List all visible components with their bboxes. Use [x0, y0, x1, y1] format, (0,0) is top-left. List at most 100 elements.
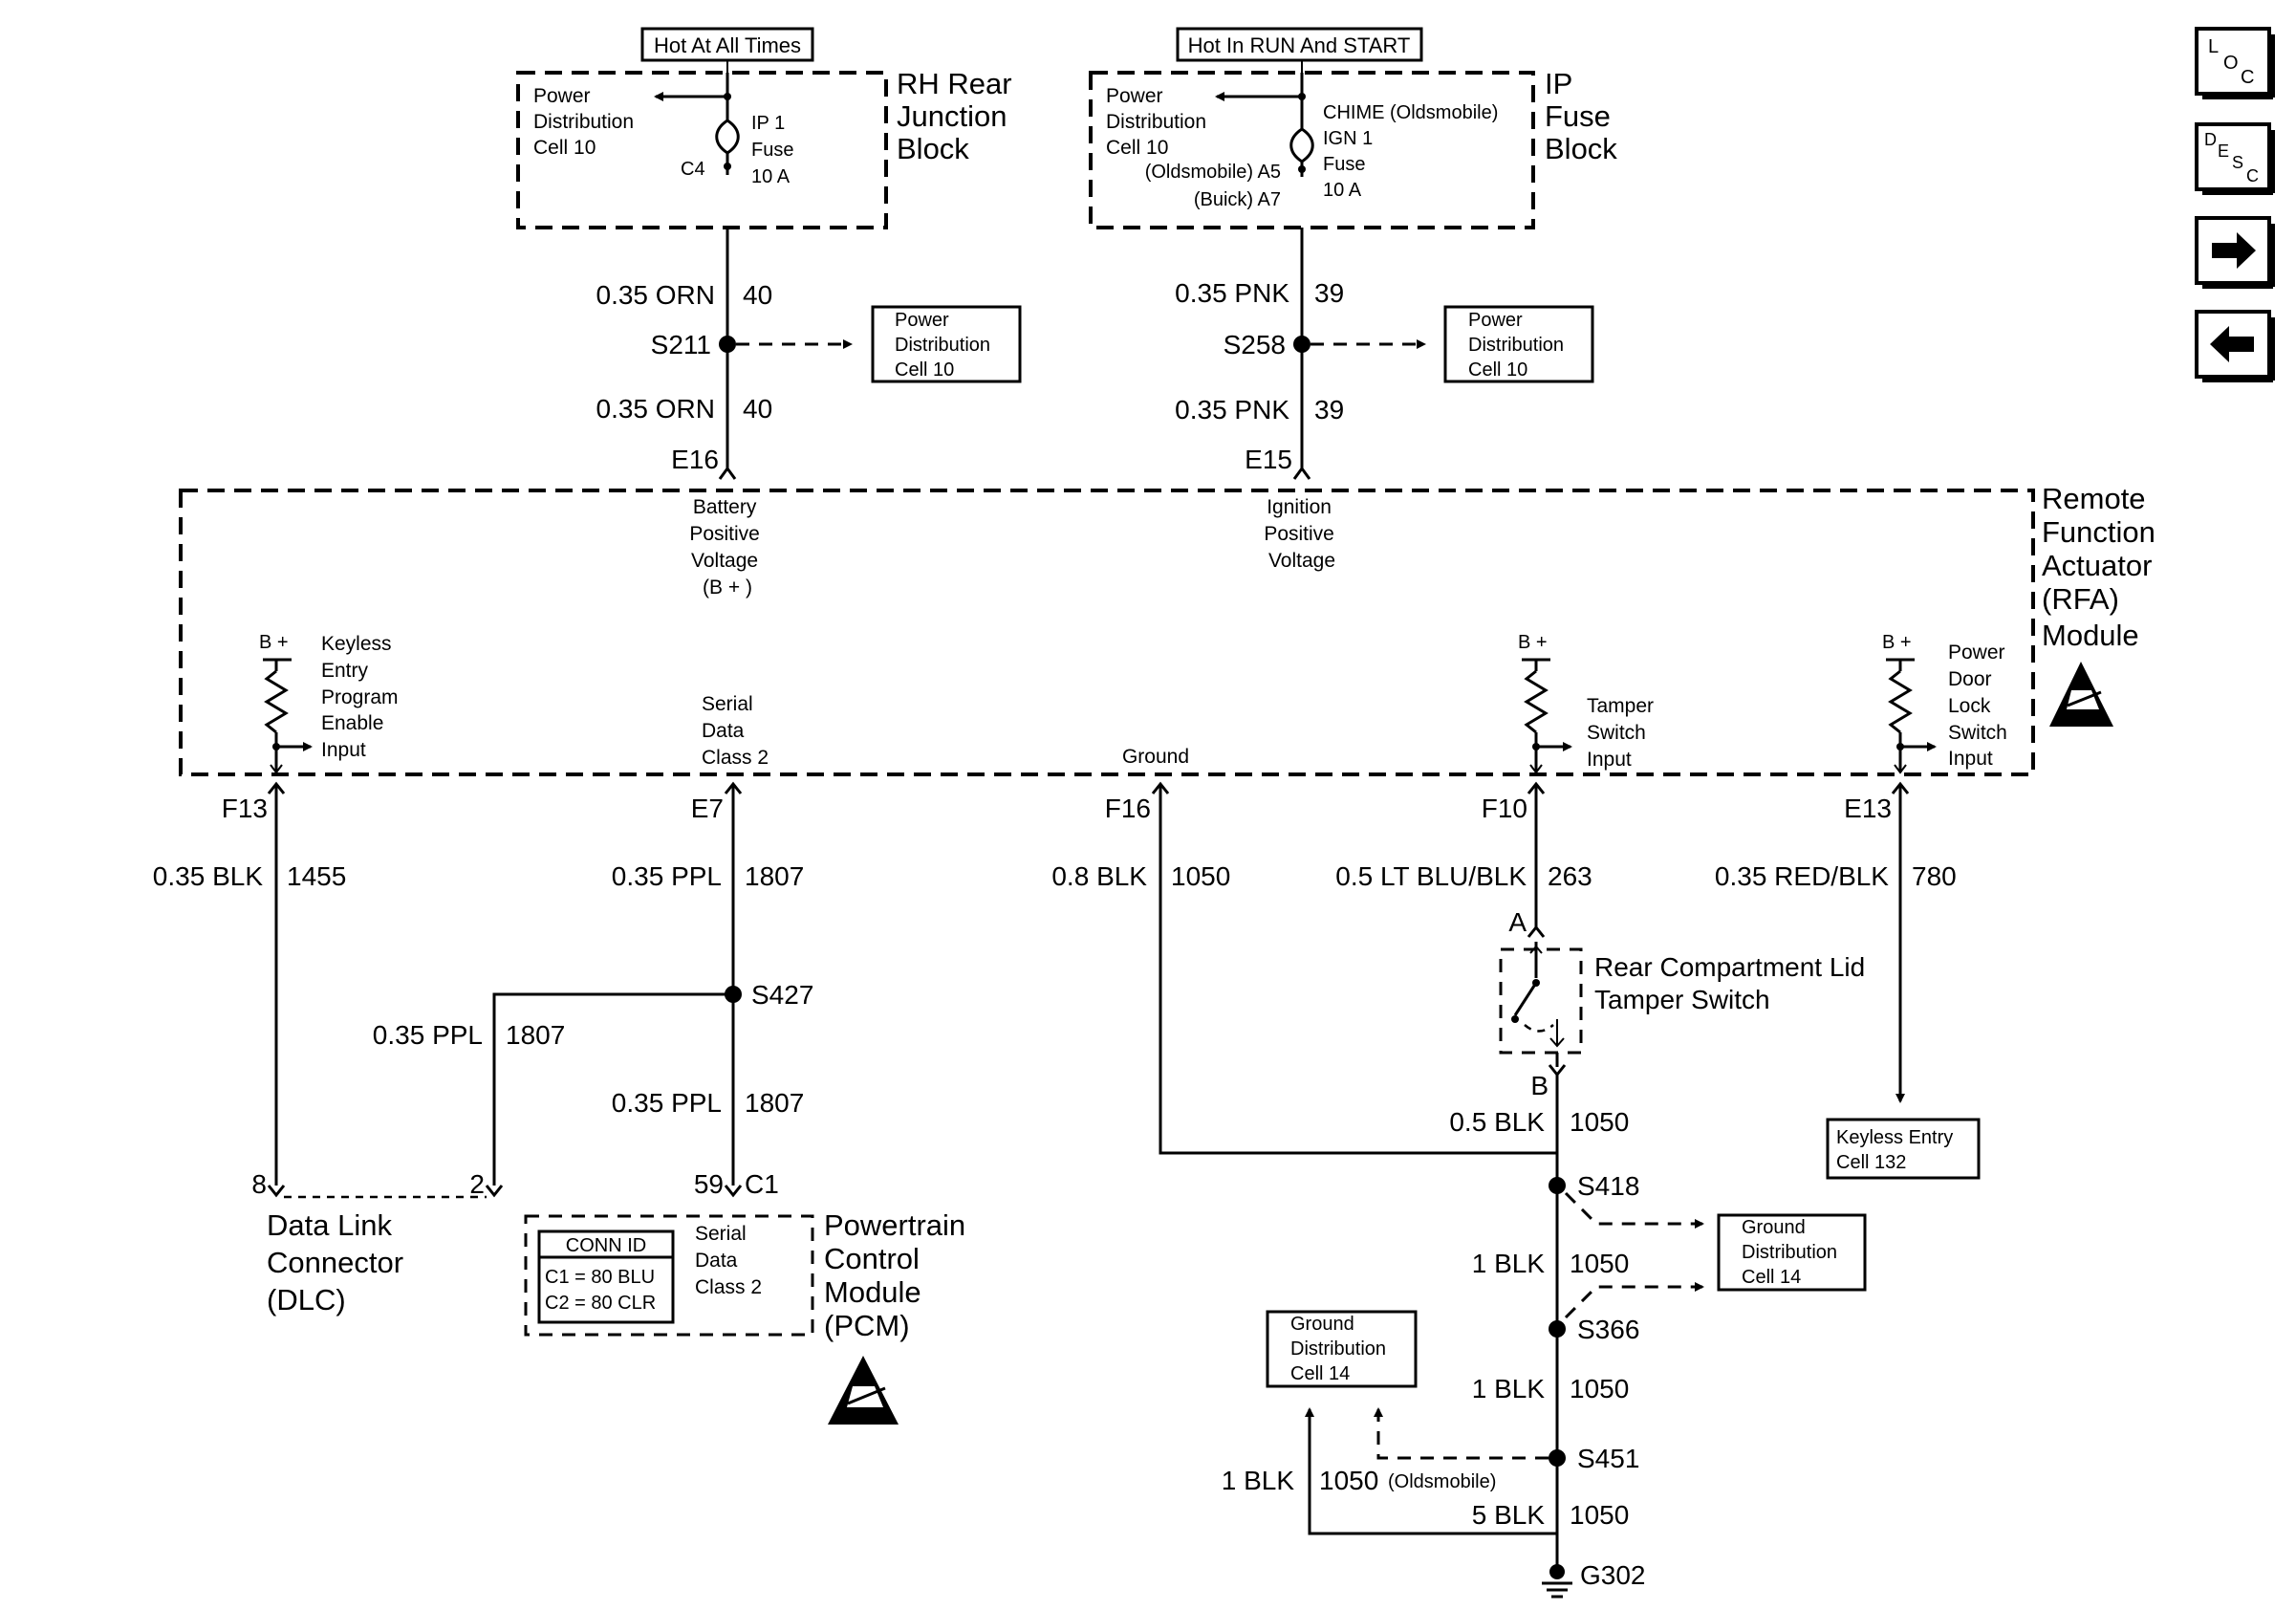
- svg-text:C1 = 80 BLU: C1 = 80 BLU: [545, 1267, 655, 1288]
- svg-text:(Oldsmobile): (Oldsmobile): [1388, 1471, 1496, 1492]
- svg-text:S418: S418: [1577, 1171, 1639, 1201]
- svg-text:CONN ID: CONN ID: [566, 1235, 646, 1256]
- svg-text:S427: S427: [751, 980, 813, 1010]
- splice-s418: [1549, 1177, 1566, 1194]
- fuse-icon: [715, 119, 740, 155]
- keyless-program-label: Keyless Entry Program Enable Input: [321, 633, 403, 761]
- svg-text:S211: S211: [651, 330, 711, 359]
- svg-text:1050: 1050: [1570, 1374, 1629, 1403]
- gd14-box-right: Ground Distribution Cell 14: [1717, 1213, 1867, 1292]
- svg-text:0.35 ORN: 0.35 ORN: [596, 394, 716, 424]
- svg-text:F13: F13: [222, 794, 268, 823]
- svg-text:C: C: [2241, 67, 2254, 88]
- fuse-icon: [1289, 127, 1314, 163]
- svg-text:F10: F10: [1482, 794, 1527, 823]
- svg-text:1455: 1455: [287, 861, 346, 891]
- svg-text:E16: E16: [671, 445, 719, 474]
- pd10-box-1: Power Distribution Cell 10: [871, 305, 1022, 383]
- svg-text:B +: B +: [1518, 632, 1548, 653]
- splice-s366: [1549, 1320, 1566, 1338]
- svg-text:(Buick) A7: (Buick) A7: [1194, 189, 1281, 210]
- ip-fuse-label: IP Fuse Block: [1545, 67, 1619, 165]
- ip-fuse-block: [1089, 71, 1535, 229]
- svg-text:59: 59: [694, 1169, 724, 1199]
- svg-text:39: 39: [1314, 278, 1344, 308]
- left-arrow-icon: [2210, 326, 2254, 362]
- rfa-module-label: Remote Function Actuator (RFA) Module: [2042, 482, 2164, 652]
- svg-text:0.35 PPL: 0.35 PPL: [612, 861, 722, 891]
- svg-text:Ground Distribution: Ground Distribution Cell 14: [1742, 1217, 1843, 1288]
- conn-id-table: CONN ID C1 = 80 BLU C2 = 80 CLR: [537, 1229, 675, 1324]
- dlc-label: Data Link Connector (DLC): [267, 1208, 412, 1316]
- prev-page-button[interactable]: [2195, 310, 2275, 382]
- svg-text:S: S: [2232, 153, 2243, 172]
- svg-text:E: E: [2218, 141, 2229, 161]
- esd-warning-icon: [828, 1356, 899, 1425]
- ip1-fuse-label: IP 1 Fuse 10 A: [751, 113, 799, 187]
- svg-text:0.35 PNK: 0.35 PNK: [1175, 278, 1289, 308]
- svg-text:L: L: [2208, 36, 2219, 57]
- svg-text:E13: E13: [1844, 794, 1892, 823]
- keyless-entry-box: Keyless Entry Cell 132: [1826, 1118, 1981, 1180]
- svg-text:0.35 PPL: 0.35 PPL: [612, 1088, 722, 1118]
- pcm-serial-label: Serial Data Class 2: [695, 1223, 762, 1298]
- rh-junction-label: RH Rear Junction Block: [897, 67, 1020, 165]
- svg-text:263: 263: [1548, 861, 1592, 891]
- svg-text:0.5 BLK: 0.5 BLK: [1449, 1107, 1545, 1137]
- ground-label: Ground: [1122, 746, 1189, 768]
- tamper-input-label: Tamper Switch Input: [1587, 695, 1659, 771]
- svg-text:0.35 PPL: 0.35 PPL: [373, 1020, 483, 1050]
- connector-pins: F13 E7 F16 F10 E13: [222, 781, 1910, 823]
- svg-text:Power Distribution: Power Distribution Cell 10: [895, 310, 996, 381]
- svg-text:1807: 1807: [745, 1088, 804, 1118]
- svg-text:CHIME (Oldsmobile): CHIME (Oldsmobile): [1323, 102, 1498, 123]
- svg-text:A: A: [1508, 907, 1527, 937]
- loc-button[interactable]: L O C: [2195, 27, 2275, 99]
- svg-text:Hot At All Times: Hot At All Times: [654, 33, 801, 57]
- c4-label: C4: [681, 159, 705, 180]
- svg-text:C2 = 80 CLR: C2 = 80 CLR: [545, 1293, 656, 1314]
- svg-text:780: 780: [1912, 861, 1957, 891]
- svg-text:5 BLK: 5 BLK: [1472, 1500, 1546, 1530]
- pullup-pdl: B +: [1882, 632, 1937, 774]
- desc-button[interactable]: D E S C: [2195, 122, 2275, 195]
- svg-text:1050: 1050: [1570, 1249, 1629, 1278]
- ground-symbol-icon: [1542, 1564, 1572, 1599]
- svg-text:B +: B +: [259, 632, 289, 653]
- svg-text:2: 2: [469, 1169, 485, 1199]
- svg-text:O: O: [2223, 53, 2239, 74]
- svg-text:E15: E15: [1245, 445, 1292, 474]
- svg-text:1807: 1807: [745, 861, 804, 891]
- svg-text:1050: 1050: [1570, 1500, 1629, 1530]
- svg-text:Hot In RUN And START: Hot In RUN And START: [1188, 33, 1411, 57]
- svg-text:S366: S366: [1577, 1315, 1639, 1344]
- splice-s211: [719, 336, 736, 353]
- hot-at-all-times-tag: Hot At All Times: [640, 27, 814, 62]
- serial-data-label: Serial Data Class 2: [702, 693, 769, 769]
- tamper-switch-label: Rear Compartment Lid Tamper Switch: [1594, 952, 1873, 1014]
- pcm-module: [524, 1214, 814, 1337]
- svg-text:1 BLK: 1 BLK: [1222, 1466, 1295, 1495]
- next-page-button[interactable]: [2195, 216, 2275, 289]
- svg-text:F16: F16: [1105, 794, 1151, 823]
- rh-rear-junction-block: [516, 71, 888, 229]
- svg-text:0.35 BLK: 0.35 BLK: [153, 861, 264, 891]
- battery-positive-label: Battery Positive Voltage (B + ): [689, 496, 765, 598]
- svg-text:Keyless Entry Cell 132: Keyless Entry Cell 132: [1836, 1127, 1959, 1173]
- hot-in-run-tag: Hot In RUN And START: [1176, 27, 1423, 62]
- svg-text:C: C: [2246, 166, 2259, 185]
- gd14-box-left: Ground Distribution Cell 14: [1266, 1310, 1418, 1388]
- svg-text:B: B: [1530, 1071, 1549, 1100]
- svg-text:1050: 1050: [1319, 1466, 1378, 1495]
- svg-text:E7: E7: [691, 794, 724, 823]
- ign1-fuse-label: IGN 1 Fuse 10 A: [1323, 128, 1378, 201]
- svg-text:S258: S258: [1224, 330, 1286, 359]
- pullup-keyless-program: B +: [259, 632, 313, 774]
- pdl-input-label: Power Door Lock Switch Input: [1948, 642, 2013, 770]
- svg-text:40: 40: [743, 280, 772, 310]
- ignition-positive-label: Ignition Positive Voltage: [1264, 496, 1339, 572]
- svg-text:1050: 1050: [1171, 861, 1230, 891]
- svg-text:1 BLK: 1 BLK: [1472, 1249, 1546, 1278]
- svg-text:0.35 RED/BLK: 0.35 RED/BLK: [1715, 861, 1889, 891]
